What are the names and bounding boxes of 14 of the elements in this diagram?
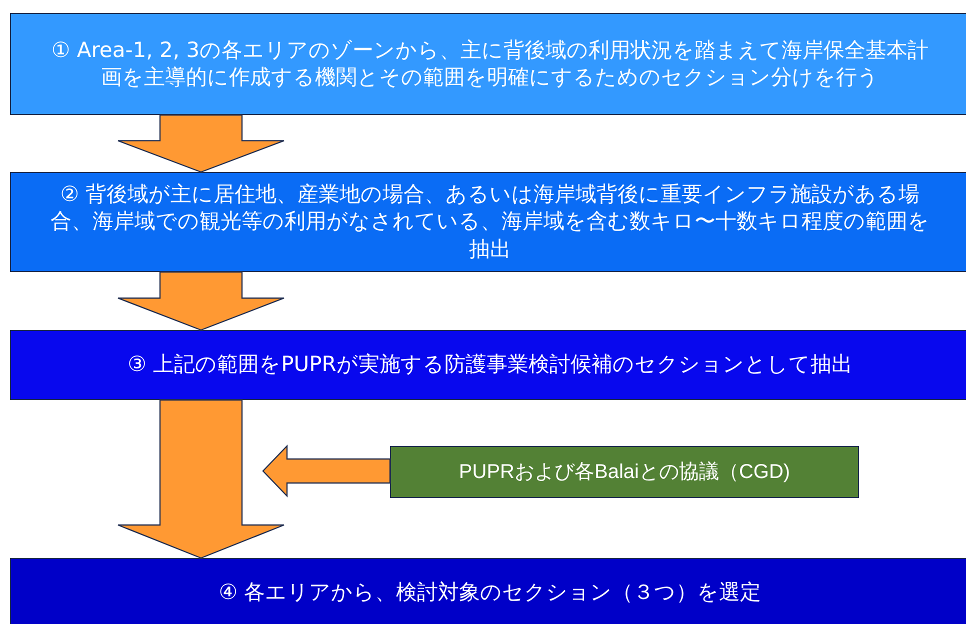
step-text: PUPRおよび各Balaiとの協議（CGD) xyxy=(458,460,790,485)
step-box xyxy=(10,330,966,400)
step-text: ② 背後域が主に居住地、産業地の場合、あるいは海岸域背後に重要インフラ施設がある場合、海岸域での観光等の利用がなされている、海岸域を含む数キロ〜十数キロ程度の範囲を抽出 xyxy=(50,181,930,263)
block-arrow xyxy=(117,114,285,173)
step-text: ① Area-1, 2, 3の各エリアのゾーンから、主に背後域の利用状況を踏まえて海岸保全基本計画を主導的に作成する機関とその範囲を明確にするためのセクション分けを行う xyxy=(50,36,930,91)
consultation-box xyxy=(390,446,859,498)
step-box xyxy=(10,172,966,272)
step-text: ④ 各エリアから、検討対象のセクション（３つ）を選定 xyxy=(218,579,762,606)
block-arrow xyxy=(262,444,391,498)
step-box xyxy=(10,13,966,115)
block-arrow xyxy=(117,399,285,559)
step-box xyxy=(10,558,966,624)
block-arrow xyxy=(117,271,285,331)
step-text: ③ 上記の範囲をPUPRが実施する防護事業検討候補のセクションとして抽出 xyxy=(128,351,852,378)
